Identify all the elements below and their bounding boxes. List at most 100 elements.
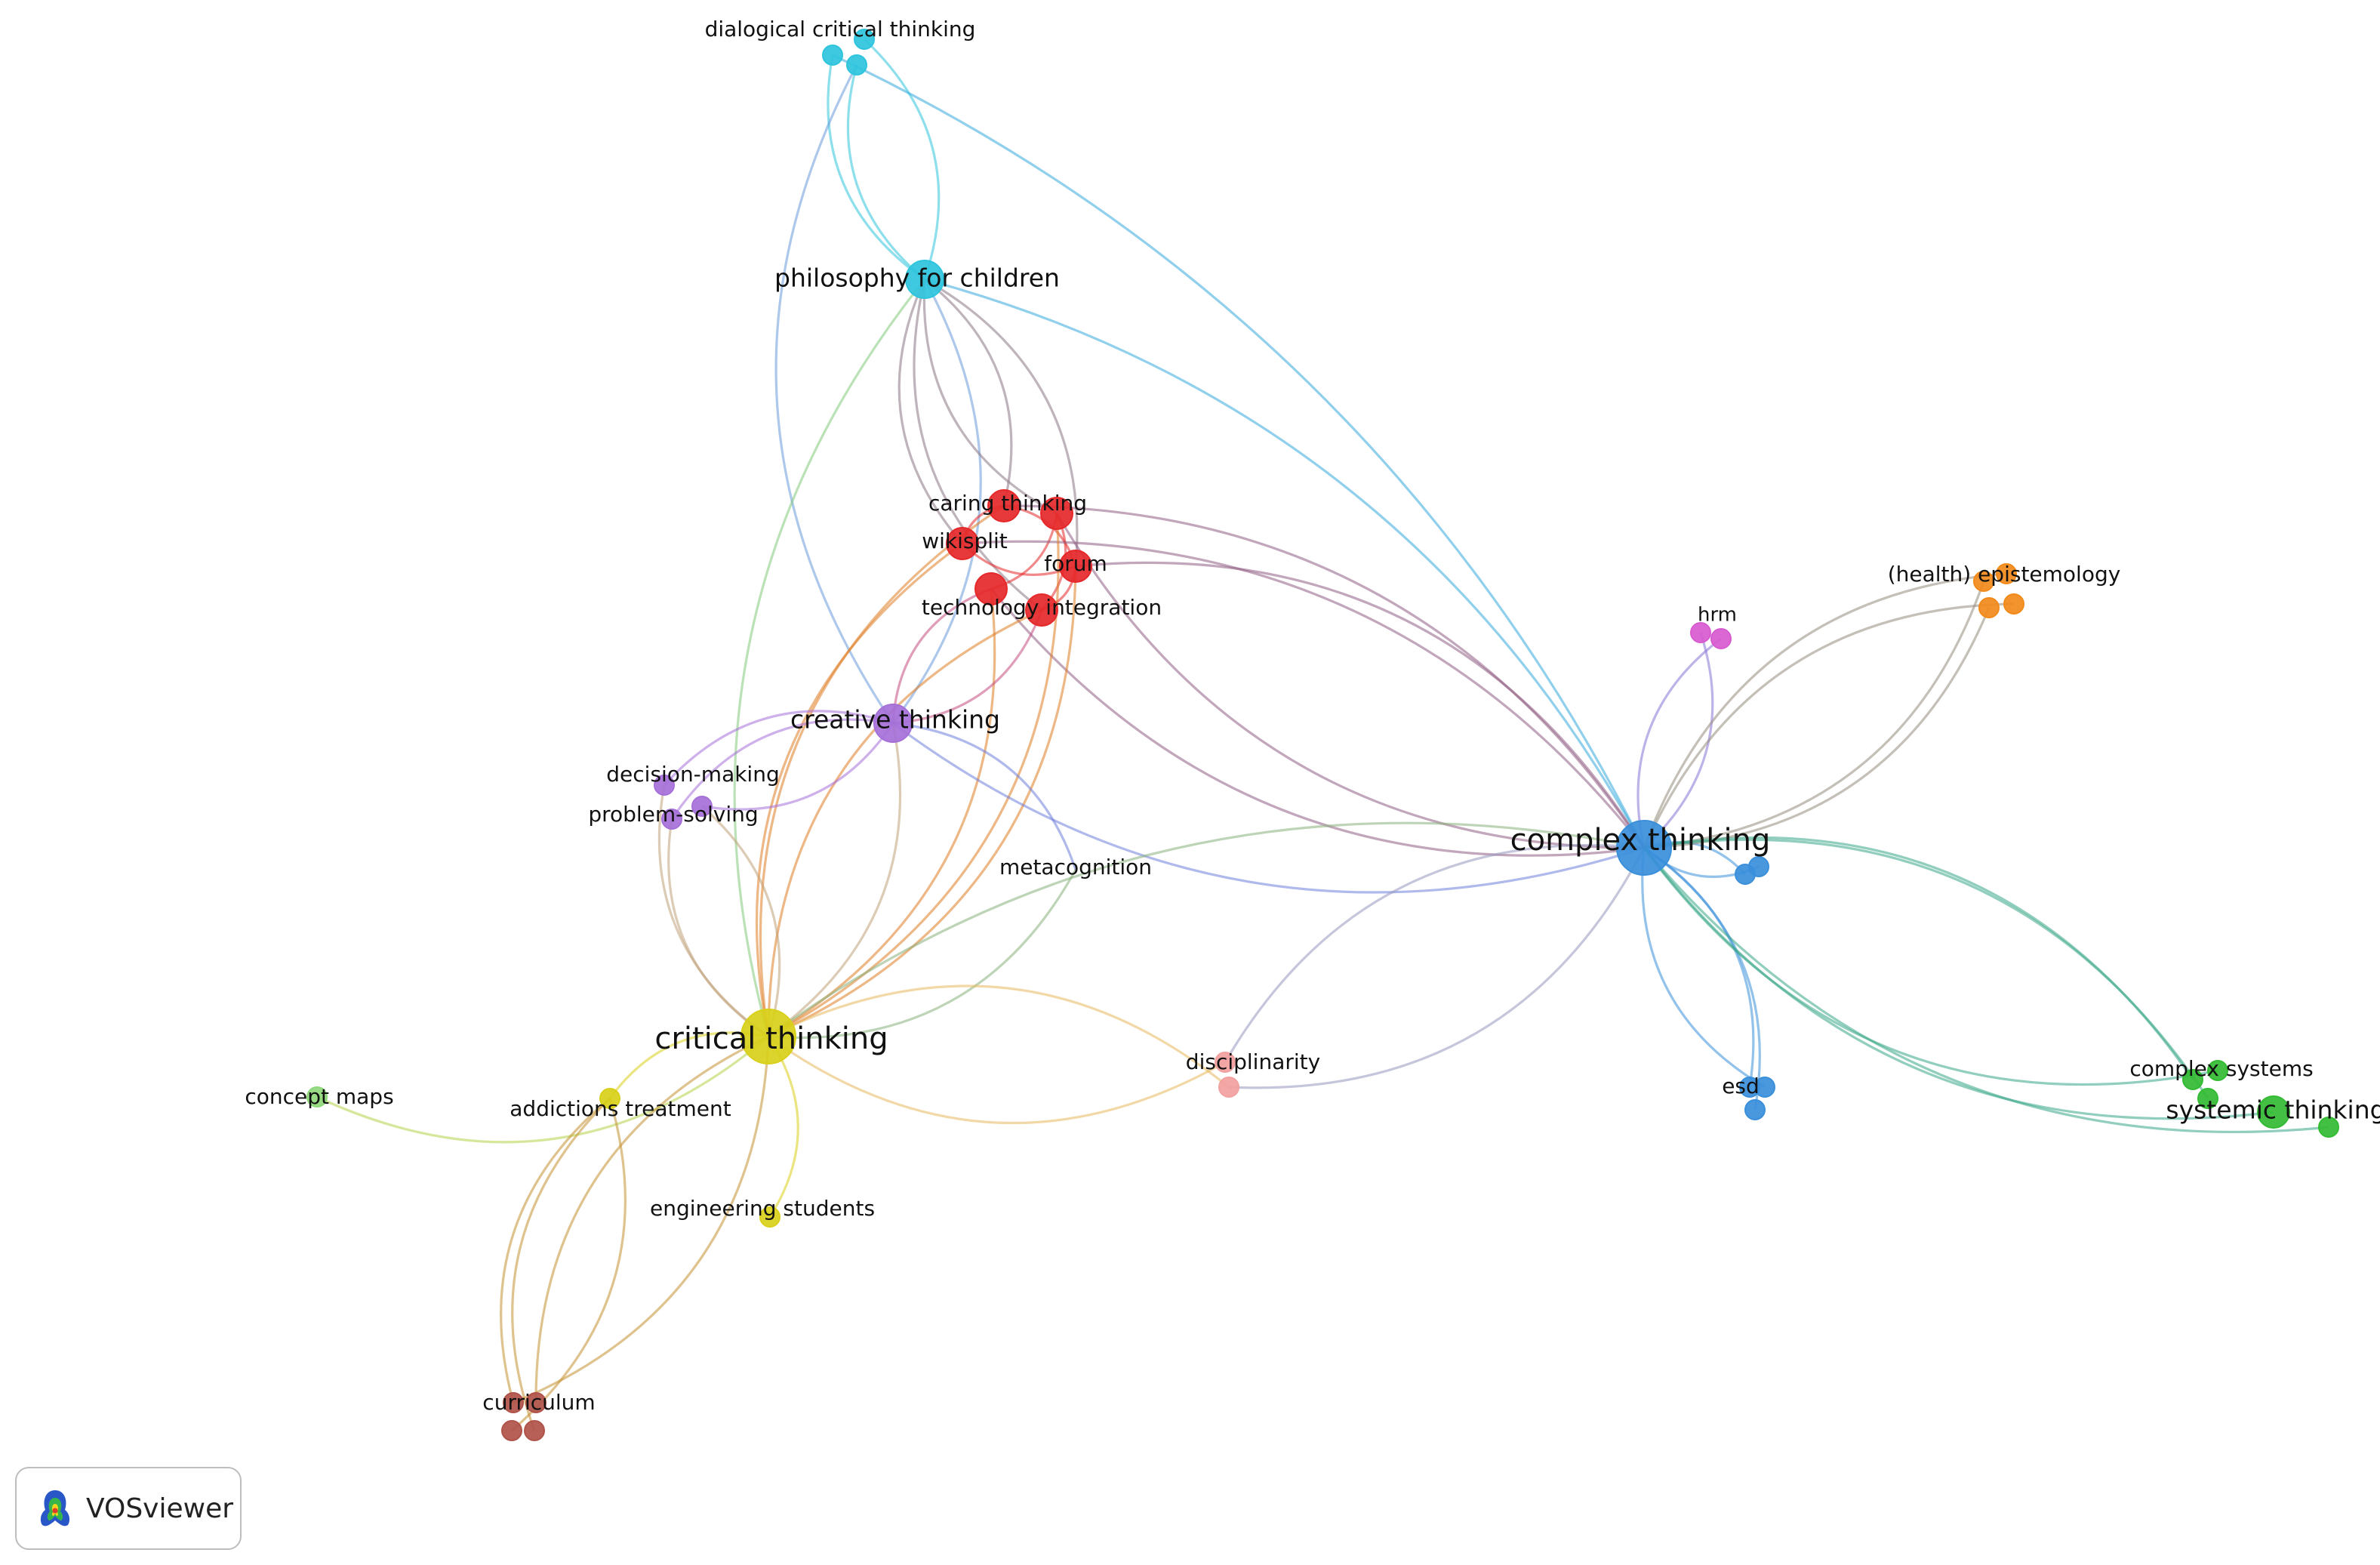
label-technology-integration[interactable]: technology integration: [922, 595, 1162, 620]
node-dct-c[interactable]: [846, 54, 867, 75]
label-forum[interactable]: forum: [1044, 551, 1107, 576]
link-complex-thinking-to-systemic-thinking: [1643, 847, 2274, 1120]
link-creative-thinking-to-metacognition: [892, 722, 1077, 870]
vosviewer-logo-icon: [40, 1490, 70, 1526]
node-forum[interactable]: [1059, 550, 1092, 583]
label-hrm[interactable]: hrm: [1698, 604, 1737, 627]
node-caring-thinking[interactable]: [987, 489, 1021, 522]
link-creative-thinking-to-decision-making: [663, 710, 894, 787]
node-dct-b[interactable]: [854, 29, 875, 50]
link-addictions-treatment-to-curriculum: [500, 1097, 611, 1403]
node-wikisplit[interactable]: [946, 527, 979, 560]
link-complex-thinking-to-complex-systems: [1643, 847, 2218, 1086]
node-green-e[interactable]: [2318, 1117, 2339, 1138]
link-red-b-to-complex-thinking: [1055, 513, 1645, 849]
link-critical-thinking-to-curriculum: [513, 1036, 770, 1404]
label-systemic-thinking[interactable]: systemic thinking: [2166, 1095, 2380, 1125]
link-critical-thinking-to-complex-thinking: [768, 821, 1645, 1038]
node-complex-thinking[interactable]: [1616, 820, 1672, 876]
link-complex-thinking-to-esd: [1643, 846, 1755, 1088]
label-addictions-treatment[interactable]: addictions treatment: [510, 1096, 731, 1121]
node-addictions-treatment[interactable]: [599, 1088, 620, 1109]
label-esd[interactable]: esd: [1722, 1074, 1760, 1098]
node-disciplinarity[interactable]: [1215, 1052, 1236, 1073]
label-critical-thinking[interactable]: critical thinking: [654, 1021, 888, 1056]
brand-label: VOSviewer: [86, 1493, 234, 1524]
label-engineering-students[interactable]: engineering students: [650, 1196, 875, 1221]
link-purple-d-to-critical-thinking: [667, 818, 769, 1038]
link-complex-thinking-to-health-epistemology: [1643, 581, 1985, 849]
node-decision-making[interactable]: [654, 775, 675, 796]
link-dct-c-to-creative-thinking: [774, 64, 894, 724]
label-disciplinarity[interactable]: disciplinarity: [1186, 1049, 1320, 1074]
link-technology-integration-to-critical-thinking: [767, 608, 1042, 1037]
link-dct-c-to-philosophy-for-children: [846, 64, 926, 281]
node-concept-maps[interactable]: [306, 1086, 328, 1108]
node-green-d[interactable]: [2197, 1088, 2218, 1109]
link-creative-thinking-to-purple-d: [670, 718, 894, 820]
link-complex-thinking-to-orange-c: [1643, 607, 1991, 849]
node-dialogical-critical-thinking[interactable]: [822, 45, 843, 66]
label-philosophy-for-children[interactable]: philosophy for children: [774, 263, 1060, 293]
node-orange-d[interactable]: [2003, 593, 2024, 615]
label-wikisplit[interactable]: wikisplit: [922, 528, 1008, 553]
label-concept-maps[interactable]: concept maps: [245, 1084, 393, 1109]
label-creative-thinking[interactable]: creative thinking: [790, 705, 1000, 735]
node-brown-d[interactable]: [524, 1420, 545, 1441]
link-red-e-to-complex-thinking: [990, 587, 1645, 857]
node-green-b[interactable]: [2182, 1069, 2203, 1090]
node-orange-b[interactable]: [1996, 563, 2017, 584]
node-pink-b[interactable]: [1218, 1077, 1239, 1098]
label-complex-systems[interactable]: complex systems: [2129, 1056, 2313, 1081]
link-complex-thinking-to-green-b: [1643, 836, 2194, 1080]
node-creative-thinking[interactable]: [873, 704, 913, 743]
node-blue-c[interactable]: [1748, 856, 1769, 877]
label-caring-thinking[interactable]: caring thinking: [928, 491, 1087, 516]
node-curriculum[interactable]: [503, 1392, 524, 1413]
link-complex-thinking-to-green-d: [1643, 838, 2209, 1099]
node-brown-c[interactable]: [501, 1420, 522, 1441]
node-complex-systems[interactable]: [2207, 1060, 2228, 1081]
link-philosophy-for-children-to-caring-thinking: [924, 278, 1013, 507]
label-problem-solving[interactable]: problem-solving: [588, 802, 758, 827]
label-complex-thinking[interactable]: complex thinking: [1510, 823, 1771, 858]
link-critical-thinking-to-metacognition: [768, 869, 1077, 1040]
node-orange-c[interactable]: [1978, 597, 2000, 618]
node-systemic-thinking[interactable]: [2257, 1095, 2290, 1129]
node-hrm-b[interactable]: [1710, 628, 1732, 649]
node-health-epistemology[interactable]: [1973, 571, 1994, 592]
node-hrm[interactable]: [1690, 622, 1711, 643]
link-pink-b-to-complex-thinking: [1228, 847, 1646, 1089]
node-esd-c[interactable]: [1744, 1099, 1766, 1120]
label-dialogical-critical-thinking[interactable]: dialogical critical thinking: [705, 17, 976, 42]
label-decision-making[interactable]: decision-making: [606, 762, 779, 787]
label-health-epistemology[interactable]: (health) epistemology: [1888, 562, 2121, 587]
node-technology-integration[interactable]: [1025, 593, 1058, 627]
link-critical-thinking-to-brown-b: [534, 1035, 769, 1403]
link-critical-thinking-to-pink-b: [768, 984, 1230, 1089]
link-dialogical-critical-thinking-to-philosophy-for-children: [827, 54, 925, 281]
node-purple-d[interactable]: [661, 809, 682, 830]
node-engineering-students[interactable]: [759, 1206, 781, 1228]
link-complex-thinking-to-hrm: [1643, 632, 1714, 849]
link-complex-thinking-to-green-e: [1643, 846, 2329, 1134]
label-metacognition[interactable]: metacognition: [999, 855, 1152, 880]
node-problem-solving[interactable]: [691, 796, 713, 817]
link-red-e-to-creative-thinking: [891, 587, 992, 724]
node-critical-thinking[interactable]: [740, 1009, 796, 1064]
links-layer: [316, 38, 2329, 1432]
link-philosophy-for-children-to-creative-thinking: [891, 279, 982, 724]
node-philosophy-for-children[interactable]: [905, 260, 944, 299]
label-curriculum[interactable]: curriculum: [482, 1390, 595, 1415]
link-complex-thinking-to-orange-b: [1643, 572, 2007, 849]
node-red-e[interactable]: [974, 572, 1008, 605]
node-esd-b[interactable]: [1754, 1077, 1775, 1098]
node-brown-b[interactable]: [525, 1392, 547, 1413]
vosviewer-badge[interactable]: VOSviewer: [15, 1467, 242, 1550]
link-critical-thinking-to-concept-maps: [316, 1035, 770, 1144]
link-wikisplit-to-complex-thinking: [962, 540, 1646, 849]
link-complex-thinking-to-orange-d: [1643, 602, 2015, 849]
node-red-b[interactable]: [1040, 497, 1073, 530]
link-complex-thinking-to-esd-c: [1643, 846, 1761, 1111]
